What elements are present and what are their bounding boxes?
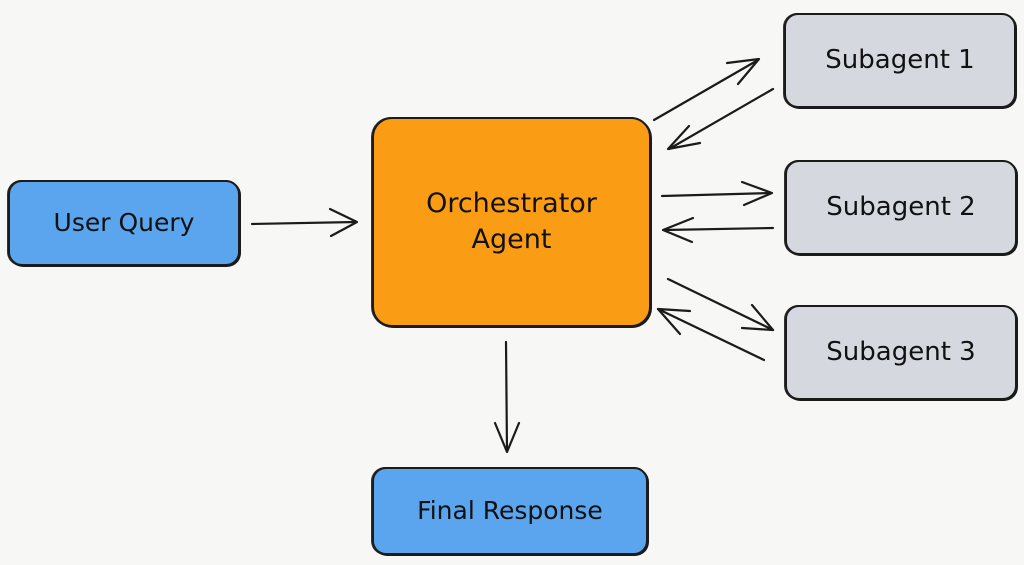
node-subagent-2-label: Subagent 2 — [826, 191, 976, 222]
arrow-orchestrator-to-subagent-2 — [660, 180, 774, 207]
node-orchestrator-label-line2: Agent — [471, 224, 552, 255]
node-final-response-label: Final Response — [417, 496, 603, 526]
node-subagent-2: Subagent 2 — [785, 160, 1017, 255]
node-user-query: User Query — [8, 180, 240, 266]
node-orchestrator-agent: Orchestrator Agent — [372, 117, 651, 327]
node-subagent-1: Subagent 1 — [784, 13, 1016, 108]
arrow-subagent-1-to-orchestrator — [666, 87, 775, 151]
arrow-orchestrator-to-subagent-1 — [652, 57, 761, 122]
arrow-orchestrator-to-final-response — [493, 340, 521, 454]
node-orchestrator-label-line1: Orchestrator — [426, 187, 597, 219]
node-user-query-label: User Query — [53, 208, 195, 238]
arrow-subagent-2-to-orchestrator — [661, 216, 775, 244]
node-final-response: Final Response — [372, 467, 648, 555]
node-subagent-1-label: Subagent 1 — [825, 44, 975, 75]
arrow-subagent-3-to-orchestrator — [656, 307, 766, 362]
arrow-orchestrator-to-subagent-3 — [666, 277, 775, 332]
node-subagent-3-label: Subagent 3 — [826, 336, 976, 367]
arrow-user-query-to-orchestrator — [250, 207, 359, 238]
node-subagent-3: Subagent 3 — [785, 305, 1017, 400]
